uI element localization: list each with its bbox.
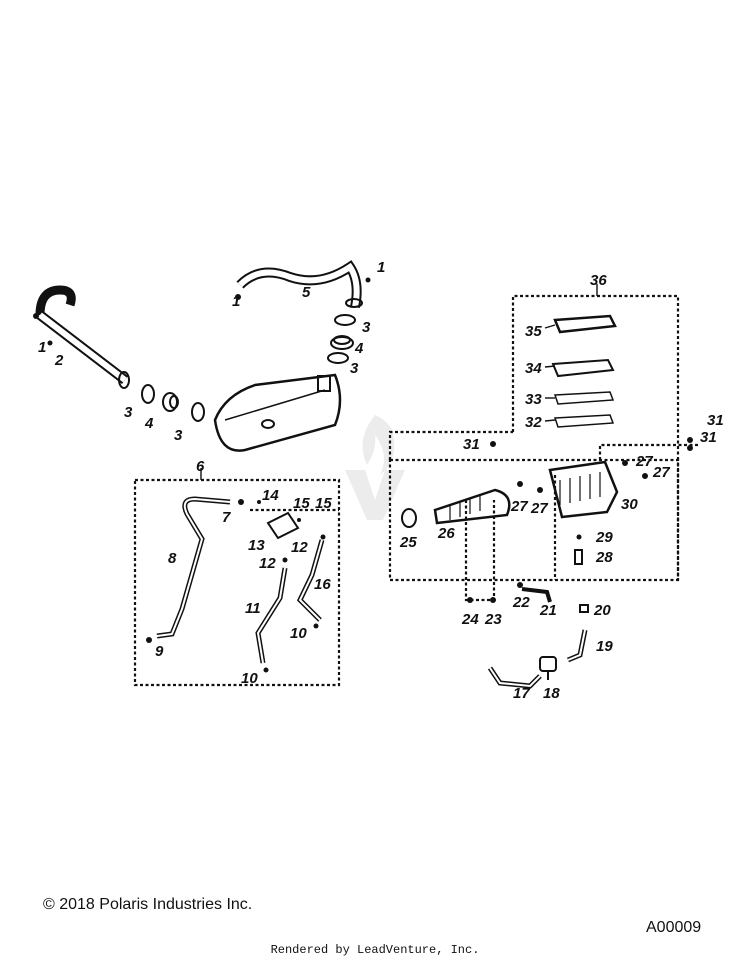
callout: 22 [512, 594, 530, 611]
part-25-clamp [401, 508, 417, 528]
box-connector-36 [388, 430, 513, 460]
callout: 3 [350, 360, 359, 377]
callout: 11 [245, 600, 261, 617]
callout: 32 [525, 414, 542, 431]
part-20-plug [579, 604, 589, 613]
callout: 25 [399, 534, 417, 551]
callout: 28 [595, 549, 613, 566]
part-33-gasket [553, 391, 615, 405]
callout: 1 [377, 259, 385, 276]
callout: 3 [362, 319, 371, 336]
callout: 12 [291, 539, 308, 556]
callout: 26 [437, 525, 455, 542]
callout: 31 [700, 429, 717, 446]
part-16-hose-inner [298, 539, 323, 621]
callout: 21 [539, 602, 557, 619]
callout: 10 [290, 625, 307, 642]
part-35-filter-lid [553, 314, 617, 334]
cvt-cover [213, 373, 342, 452]
callout: 1 [232, 293, 240, 310]
box-group-36-lower [388, 458, 680, 582]
part-11-hose-inner [256, 567, 286, 664]
callout: 27 [652, 464, 670, 481]
part-8-hose-inner [156, 497, 231, 637]
callout: 4 [144, 415, 154, 432]
callout: 4 [354, 340, 364, 357]
callout: 31 [707, 412, 724, 429]
part-2-intake-duct [35, 285, 130, 389]
callout: 3 [174, 427, 183, 444]
callout: 23 [484, 611, 502, 628]
part-32-gasket [553, 414, 615, 428]
part-18-valve [539, 656, 557, 680]
clamp-3-upper-2 [327, 352, 349, 364]
callout: 12 [259, 555, 276, 572]
copyright-text: © 2018 Polaris Industries Inc. [43, 896, 253, 913]
seal-4-upper [330, 335, 354, 350]
part-34-filter [551, 358, 615, 378]
callout: 36 [590, 272, 607, 289]
seal-4-left [162, 392, 179, 412]
box-group-36-upper [511, 294, 680, 580]
callout: 15 [293, 495, 310, 512]
part-11-hose [255, 567, 288, 664]
leader-24-23 [464, 500, 496, 602]
diagram-id: A00009 [646, 919, 702, 936]
callout: 1 [38, 339, 46, 356]
callout: 13 [248, 537, 265, 554]
rendered-by-text: Rendered by LeadVenture, Inc. [270, 943, 480, 957]
callout: 34 [525, 360, 542, 377]
part-26-inlet-duct [433, 488, 511, 525]
callout: 30 [621, 496, 638, 513]
callout: 14 [262, 487, 279, 504]
callout: 3 [124, 404, 133, 421]
part-19-hose-inner [567, 629, 586, 661]
callout: 10 [241, 670, 258, 687]
callout: 2 [54, 352, 64, 369]
box-group-6 [133, 478, 341, 687]
callout: 8 [168, 550, 177, 567]
callout: 33 [525, 391, 542, 408]
part-30-airbox [548, 460, 619, 519]
callout: 16 [314, 576, 331, 593]
callout: 20 [593, 602, 611, 619]
callout: 31 [463, 436, 480, 453]
callout: 27 [530, 500, 548, 517]
callout: 7 [222, 509, 231, 526]
callout: 19 [596, 638, 613, 655]
watermark-logo [345, 415, 405, 520]
callout: 27 [635, 453, 653, 470]
callout: 24 [461, 611, 479, 628]
callout: 35 [525, 323, 542, 340]
callout: 15 [315, 495, 332, 512]
callout: 27 [510, 498, 528, 515]
part-21-hose [521, 587, 552, 603]
clamp-3-mid [191, 402, 205, 422]
callout: 9 [155, 643, 164, 660]
callout: 6 [196, 458, 205, 475]
callout: 17 [513, 685, 530, 702]
part-28-drain [574, 549, 583, 565]
callout: 18 [543, 685, 560, 702]
clamp-3-upper-1 [334, 314, 356, 326]
part-5-outlet-duct [236, 260, 363, 308]
clamp-3-left [141, 384, 155, 404]
part-17-hose-inner [489, 667, 541, 688]
callout: 29 [595, 529, 613, 546]
callout: 5 [302, 284, 311, 301]
part-13-valve [266, 511, 300, 540]
